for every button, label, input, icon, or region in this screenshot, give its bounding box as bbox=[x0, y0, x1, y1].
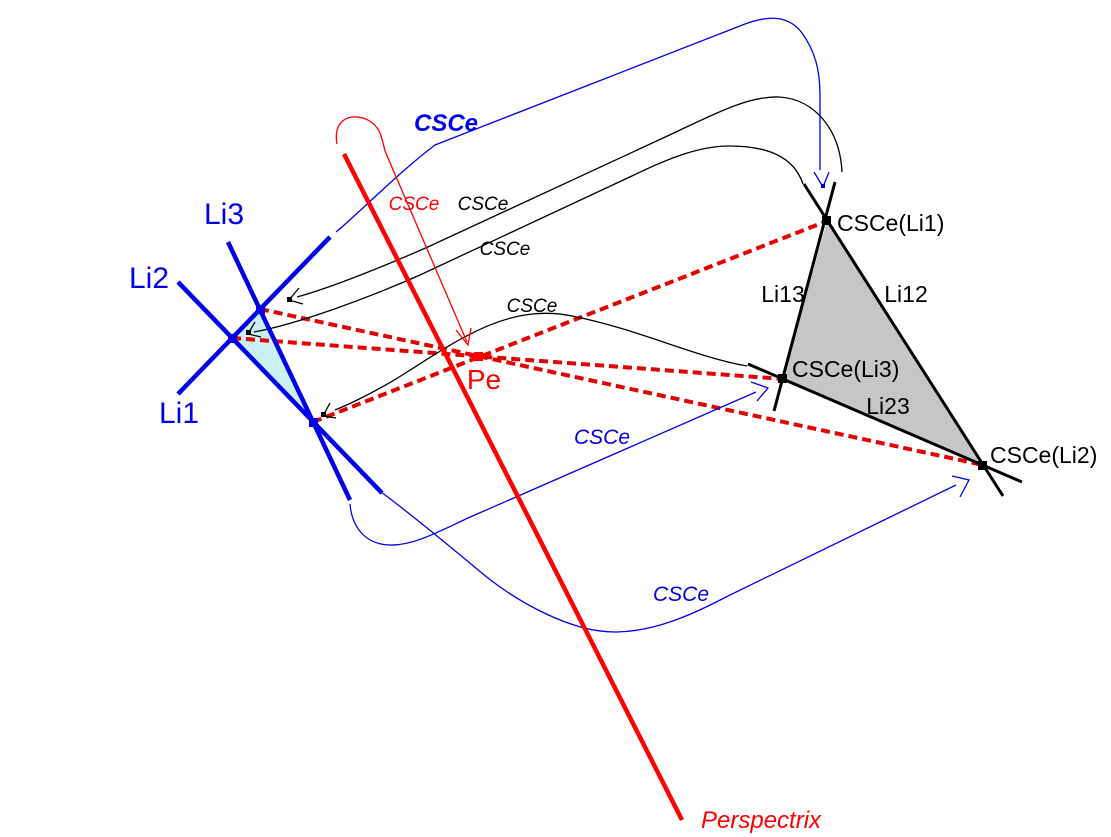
red-arrowhead-pe bbox=[455, 327, 472, 347]
vertex-csce-li1 bbox=[822, 216, 831, 225]
blue-arrow-li2-to-csce-li2 bbox=[380, 484, 957, 633]
label-li23: Li23 bbox=[866, 393, 909, 419]
label-li1: Li1 bbox=[159, 397, 199, 430]
dashed-line-bottom-vertex-to-csce-li1 bbox=[312, 219, 828, 424]
black-arrow-tip-marker-2 bbox=[246, 330, 251, 335]
red-arrow-perspectrix-to-pe bbox=[335, 116, 468, 343]
blue-arrow-li3-to-csce-li3 bbox=[349, 391, 757, 546]
label-csce-black-upper: CSCe bbox=[458, 194, 509, 215]
dashed-connectors bbox=[231, 219, 984, 467]
blue-arrow-li1-to-csce-li1 bbox=[335, 17, 821, 233]
right-triangle-lines bbox=[747, 181, 1023, 497]
label-pe: Pe bbox=[467, 364, 501, 395]
label-csce-blue-mid: CSCe bbox=[574, 426, 630, 449]
label-csce-black-lower: CSCe bbox=[480, 239, 531, 260]
label-li13: Li13 bbox=[761, 281, 804, 307]
label-li12: Li12 bbox=[884, 281, 927, 307]
black-arrow-tip-marker-1 bbox=[287, 297, 292, 302]
perspectrix-line bbox=[341, 152, 685, 822]
label-csce-li2: CSCe(Li2) bbox=[990, 442, 1097, 468]
label-csce-li3: CSCe(Li3) bbox=[792, 356, 899, 382]
line-li2 bbox=[176, 280, 384, 495]
red-csce-arrow bbox=[335, 116, 472, 347]
black-csce-arrows bbox=[246, 96, 843, 419]
label-csce-li1: CSCe(Li1) bbox=[837, 210, 944, 236]
dashed-line-left-vertex-to-csce-li3 bbox=[231, 336, 784, 381]
line-li23 bbox=[747, 362, 1023, 484]
blue-csce-arrows bbox=[335, 17, 970, 633]
black-arrow-li13-to-top-vertex bbox=[296, 96, 843, 298]
right-triangle-fill bbox=[783, 221, 983, 465]
label-csce-blue-bottom: CSCe bbox=[653, 583, 709, 606]
blue-arrow-tip-marker-1 bbox=[821, 184, 825, 188]
line-li1 bbox=[176, 235, 332, 396]
label-csce-black-middle: CSCe bbox=[507, 296, 558, 317]
blue-arrowhead-csce-li3 bbox=[750, 381, 770, 402]
black-arrow-li23-to-bottom-vertex bbox=[334, 312, 748, 411]
vertex-li2-li3 bbox=[309, 418, 318, 427]
labels: Li3 Li2 Li1 CSCe(Li1) CSCe(Li3) CSCe(Li2… bbox=[129, 110, 1097, 834]
left-triangle-fill bbox=[232, 309, 313, 422]
vertex-li1-li3 bbox=[256, 305, 265, 314]
vertex-csce-li3 bbox=[778, 374, 787, 383]
label-perspectrix: Perspectrix bbox=[701, 807, 822, 834]
vertex-csce-li2 bbox=[978, 461, 987, 470]
pe-point bbox=[474, 352, 483, 361]
label-csce-blue-top: CSCe bbox=[414, 110, 478, 137]
label-csce-red: CSCe bbox=[389, 194, 440, 215]
black-arrow-li12-to-left-vertex bbox=[253, 145, 804, 333]
line-li3 bbox=[225, 241, 353, 501]
line-li12 bbox=[802, 183, 1005, 497]
label-li3: Li3 bbox=[204, 198, 244, 231]
dashed-line-top-vertex-to-csce-li2 bbox=[259, 307, 984, 467]
blue-arrowhead-csce-li2 bbox=[951, 475, 970, 498]
black-arrow-tip-marker-3 bbox=[321, 412, 326, 417]
vertex-li1-li2 bbox=[228, 334, 237, 343]
left-triangle-lines bbox=[176, 235, 384, 501]
label-li2: Li2 bbox=[129, 262, 169, 295]
